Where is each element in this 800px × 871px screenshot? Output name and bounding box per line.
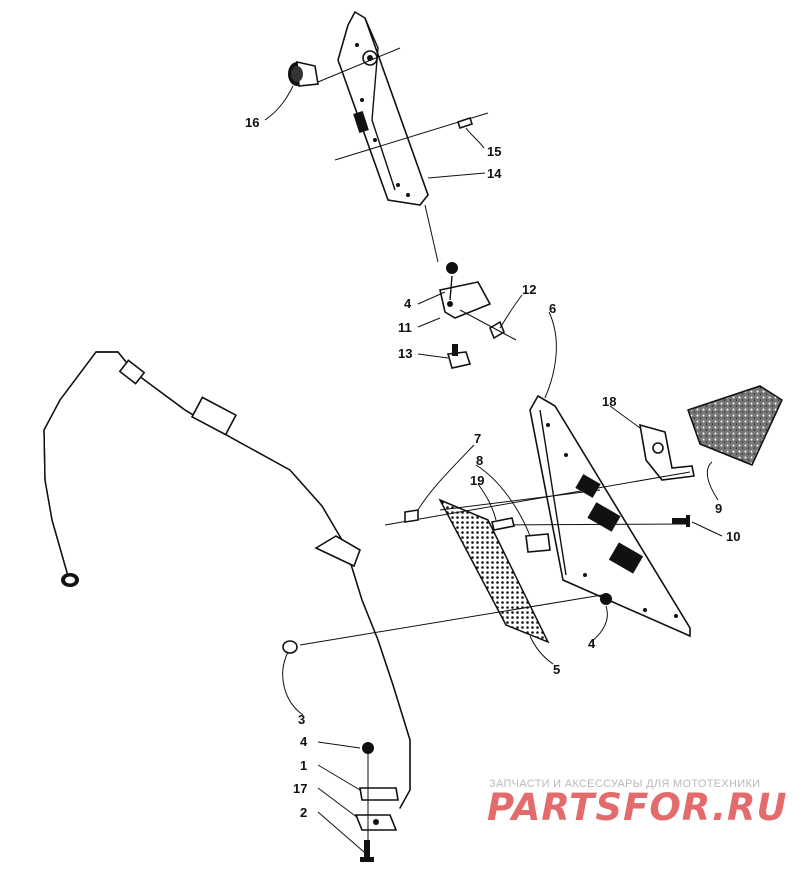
watermark-subtitle: ЗАПЧАСТИ И АКСЕССУАРЫ ДЛЯ МОТОТЕХНИКИ <box>489 778 761 790</box>
label-14: 14 <box>487 166 502 181</box>
label-5: 5 <box>553 662 560 677</box>
label-4-middle: 4 <box>588 636 596 651</box>
stipple-cover <box>687 385 783 466</box>
bolt <box>491 517 515 531</box>
axis-line <box>384 471 691 526</box>
callout-labels: 16 15 14 4 12 6 11 13 18 7 8 19 9 10 4 5… <box>245 115 740 820</box>
label-15: 15 <box>487 144 501 159</box>
label-17: 17 <box>293 781 307 796</box>
pedal-pivot-bracket <box>439 262 492 319</box>
side-plate <box>529 394 691 638</box>
axis-line <box>459 309 517 341</box>
bolt <box>672 515 690 527</box>
axis-line <box>439 489 601 511</box>
axis-line <box>299 593 609 646</box>
leader-lines <box>264 85 723 853</box>
bumper-tube-frame <box>43 351 411 809</box>
foot-bracket <box>354 787 399 831</box>
label-4-upper: 4 <box>404 296 412 311</box>
rubber-knob <box>288 60 319 87</box>
nut <box>600 593 612 605</box>
label-2: 2 <box>300 805 307 820</box>
label-8-upper: 8 <box>476 453 483 468</box>
label-6: 6 <box>549 301 556 316</box>
label-16: 16 <box>245 115 259 130</box>
axis-line <box>424 204 439 263</box>
nut <box>362 742 374 754</box>
label-18: 18 <box>602 394 616 409</box>
upper-mount-bracket <box>337 10 429 206</box>
label-13: 13 <box>398 346 412 361</box>
pin <box>456 116 474 130</box>
label-12: 12 <box>522 282 536 297</box>
screw <box>404 509 419 523</box>
label-19: 19 <box>470 473 484 488</box>
mounting-bracket <box>638 423 695 481</box>
spring-clip <box>446 344 472 369</box>
label-1: 1 <box>300 758 307 773</box>
label-3: 3 <box>298 712 305 727</box>
spacer-block <box>525 533 551 553</box>
mesh-grille-panel <box>438 498 550 644</box>
axis-line <box>494 523 689 526</box>
label-7: 7 <box>474 431 481 446</box>
watermark-logo: PARTSFOR.RU <box>487 786 788 829</box>
label-11: 11 <box>398 320 412 335</box>
washer <box>282 640 298 654</box>
label-9: 9 <box>715 501 722 516</box>
label-4-lower: 4 <box>300 734 308 749</box>
axis-line <box>317 47 401 83</box>
bolt <box>360 840 374 862</box>
label-10: 10 <box>726 529 740 544</box>
